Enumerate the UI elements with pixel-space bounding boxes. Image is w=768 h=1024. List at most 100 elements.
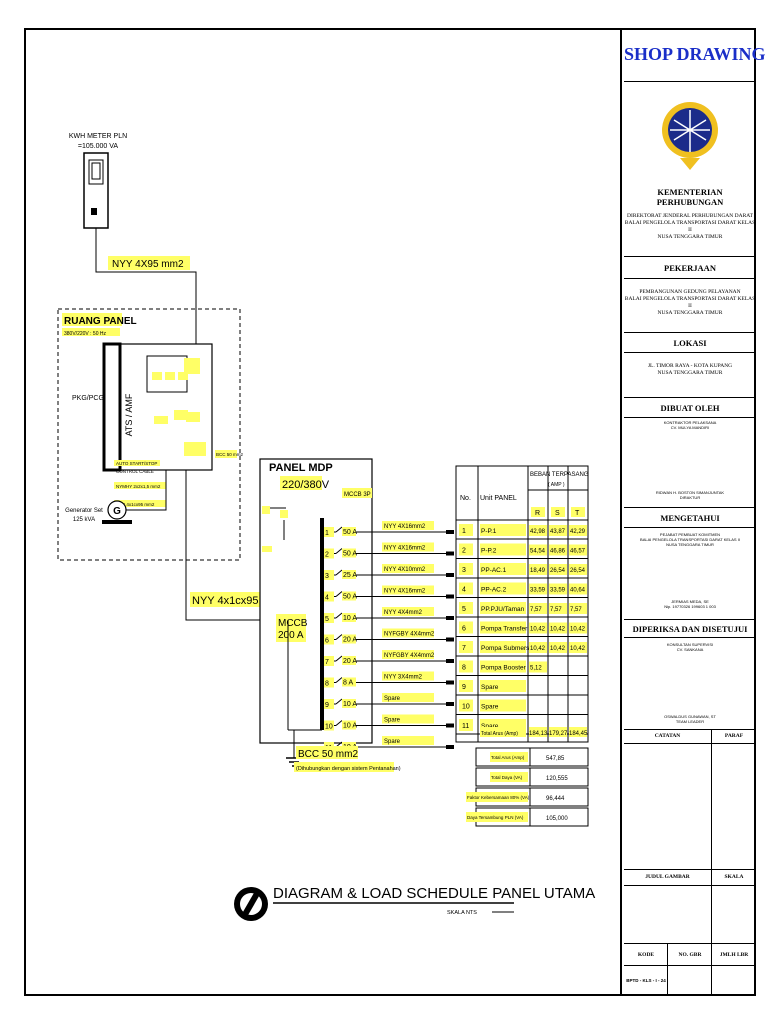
schedule-unit-bg xyxy=(480,660,526,673)
mdp-busbar xyxy=(320,518,324,730)
schedule-row-no: 7 xyxy=(462,645,466,652)
tb-lokasi: JL. TIMOR RAYA - KOTA KUPANG NUSA TENGGA… xyxy=(624,353,756,398)
schedule-row-unit: Pompa Transfer xyxy=(481,626,528,633)
circuit-number: 3 xyxy=(325,573,329,580)
shop-drawing-title: SHOP DRAWING xyxy=(624,44,766,64)
schedule-row-no: 4 xyxy=(462,587,466,594)
circuit-terminal xyxy=(446,745,454,749)
kode-divider xyxy=(711,966,712,996)
breaker-rating-bg xyxy=(342,527,356,536)
circuit-cable: NYY 4X4mm2 xyxy=(384,610,423,616)
ats-breaker xyxy=(184,442,206,456)
total-t: 184,45 xyxy=(569,731,588,737)
ppk-2: BALAI PENGELOLA TRANSPORTASI DARAT KELAS… xyxy=(640,537,740,542)
schedule-value-bg xyxy=(569,583,587,595)
circuit-number-bg xyxy=(324,591,334,602)
circuit-cable-bg xyxy=(382,650,434,659)
schedule-header-beban: BEBAN TERPASANG xyxy=(530,472,589,478)
schedule-row-s: 26,54 xyxy=(550,568,566,574)
pekerjaan-label: PEKERJAAN xyxy=(664,263,716,273)
bcc-room-label: BCC 50 mm2 xyxy=(216,452,244,457)
circuit-number-bg xyxy=(324,527,334,537)
diagram-title: DIAGRAM & LOAD SCHEDULE PANEL UTAMA xyxy=(273,885,595,902)
circuit-terminal xyxy=(446,659,454,663)
schedule-no-bg xyxy=(459,641,473,653)
phase-header-bg xyxy=(551,507,565,517)
ppk-3: NUSA TENGGARA TIMUR xyxy=(666,542,714,547)
circuit-cable-bg xyxy=(382,693,434,702)
bcc-label-bg xyxy=(296,746,358,759)
nyy-gen-bg xyxy=(114,482,166,489)
circuit-number: 9 xyxy=(325,702,329,709)
ruang-panel-area xyxy=(57,308,241,561)
schedule-no-bg xyxy=(459,602,473,614)
schedule-row-t: 10,42 xyxy=(570,646,586,652)
circuit-cable: Spare xyxy=(384,696,401,702)
gen-label-1: Generator Set xyxy=(65,508,103,514)
judul-divider xyxy=(711,886,712,944)
schedule-value-bg xyxy=(529,544,547,556)
generator-base xyxy=(102,520,132,524)
circuit-number: 4 xyxy=(325,595,329,602)
schedule-header-no: No. xyxy=(460,495,471,502)
bcc-note-bg xyxy=(294,762,394,772)
circuit-number: 5 xyxy=(325,616,329,623)
ruang-panel-label-bg xyxy=(62,313,122,326)
breaker-rating: 50 A xyxy=(343,551,357,558)
schedule-row-unit: Pompa Booster xyxy=(481,665,527,672)
bcc-note: (Dihubungkan dengan sistem Pentanahan) xyxy=(296,766,401,772)
total-label-bg xyxy=(480,727,526,737)
schedule-row-s: 33,59 xyxy=(550,588,566,594)
summary-value: 120,555 xyxy=(546,776,568,782)
schedule-row-t: 40,64 xyxy=(570,588,586,594)
schedule-row-t: 46,57 xyxy=(570,549,586,555)
breaker-rating: 20 A xyxy=(343,637,357,644)
breaker-symbol xyxy=(335,655,343,662)
catatan-label: CATATAN xyxy=(654,733,681,739)
schedule-row-r: 10,42 xyxy=(530,646,546,652)
ministry-name: KEMENTERIAN PERHUBUNGAN xyxy=(656,187,724,207)
circuit-number: 10 xyxy=(325,724,333,731)
schedule-unit-bg xyxy=(480,641,526,653)
circuit-cable-bg xyxy=(382,607,434,616)
schedule-row-r: 5,12 xyxy=(530,666,542,672)
panel-mdp-title: PANEL MDP xyxy=(269,462,333,474)
circuit-cable: NYY 4X16mm2 xyxy=(384,589,426,595)
tb-dibuat-head: DIBUAT OLEH xyxy=(624,398,756,418)
ppk-nip: Nip. 19770326 199603 1 003 xyxy=(664,604,716,609)
ats-breaker xyxy=(174,410,188,420)
diperiksa-label: DIPERIKSA DAN DISETUJUI xyxy=(632,624,748,634)
summary-label: Total Daya (VA) xyxy=(491,775,523,780)
circuit-cable-bg xyxy=(382,628,434,638)
ats-label: ATS / AMF xyxy=(124,393,134,436)
project-3: NUSA TENGGARA TIMUR xyxy=(657,310,723,316)
tb-catatan-head: CATATAN PARAF xyxy=(624,730,756,744)
total-label: Total Arus (Amp) xyxy=(481,731,518,737)
summary-label-bg xyxy=(466,812,528,822)
circuit-terminal xyxy=(446,680,454,685)
schedule-value-bg xyxy=(549,622,567,634)
schedule-unit-bg xyxy=(480,582,526,595)
kwh-meter-dial xyxy=(91,162,101,180)
schedule-row-unit: PP.PJU/Taman xyxy=(481,606,525,613)
schedule-row-no: 11 xyxy=(462,723,469,730)
schedule-row-no: 2 xyxy=(462,548,466,555)
schedule-value-bg xyxy=(569,525,587,536)
schedule-unit-bg xyxy=(480,699,526,712)
ppk-1: PEJABAT PEMBUAT KOMITMEN xyxy=(659,532,721,537)
breaker-symbol xyxy=(335,634,343,640)
kontraktor-1: KONTRAKTOR PELAKSANA xyxy=(663,420,717,425)
phase-header-r: R xyxy=(535,510,540,517)
mengetahui-label: MENGETAHUI xyxy=(660,513,720,523)
breaker-rating-bg xyxy=(342,613,356,622)
schedule-row-unit: Spare xyxy=(481,684,499,691)
nyy-gen2-bg xyxy=(114,500,166,507)
circuit-cable-bg xyxy=(382,714,434,724)
schedule-unit-bg xyxy=(480,602,526,614)
kwh-meter-box xyxy=(83,152,109,229)
circuit-cable: NYFGBY 4X4mm2 xyxy=(384,632,435,638)
summary-value: 96,444 xyxy=(546,796,565,802)
kwh-label: KWH METER PLN xyxy=(69,133,127,140)
